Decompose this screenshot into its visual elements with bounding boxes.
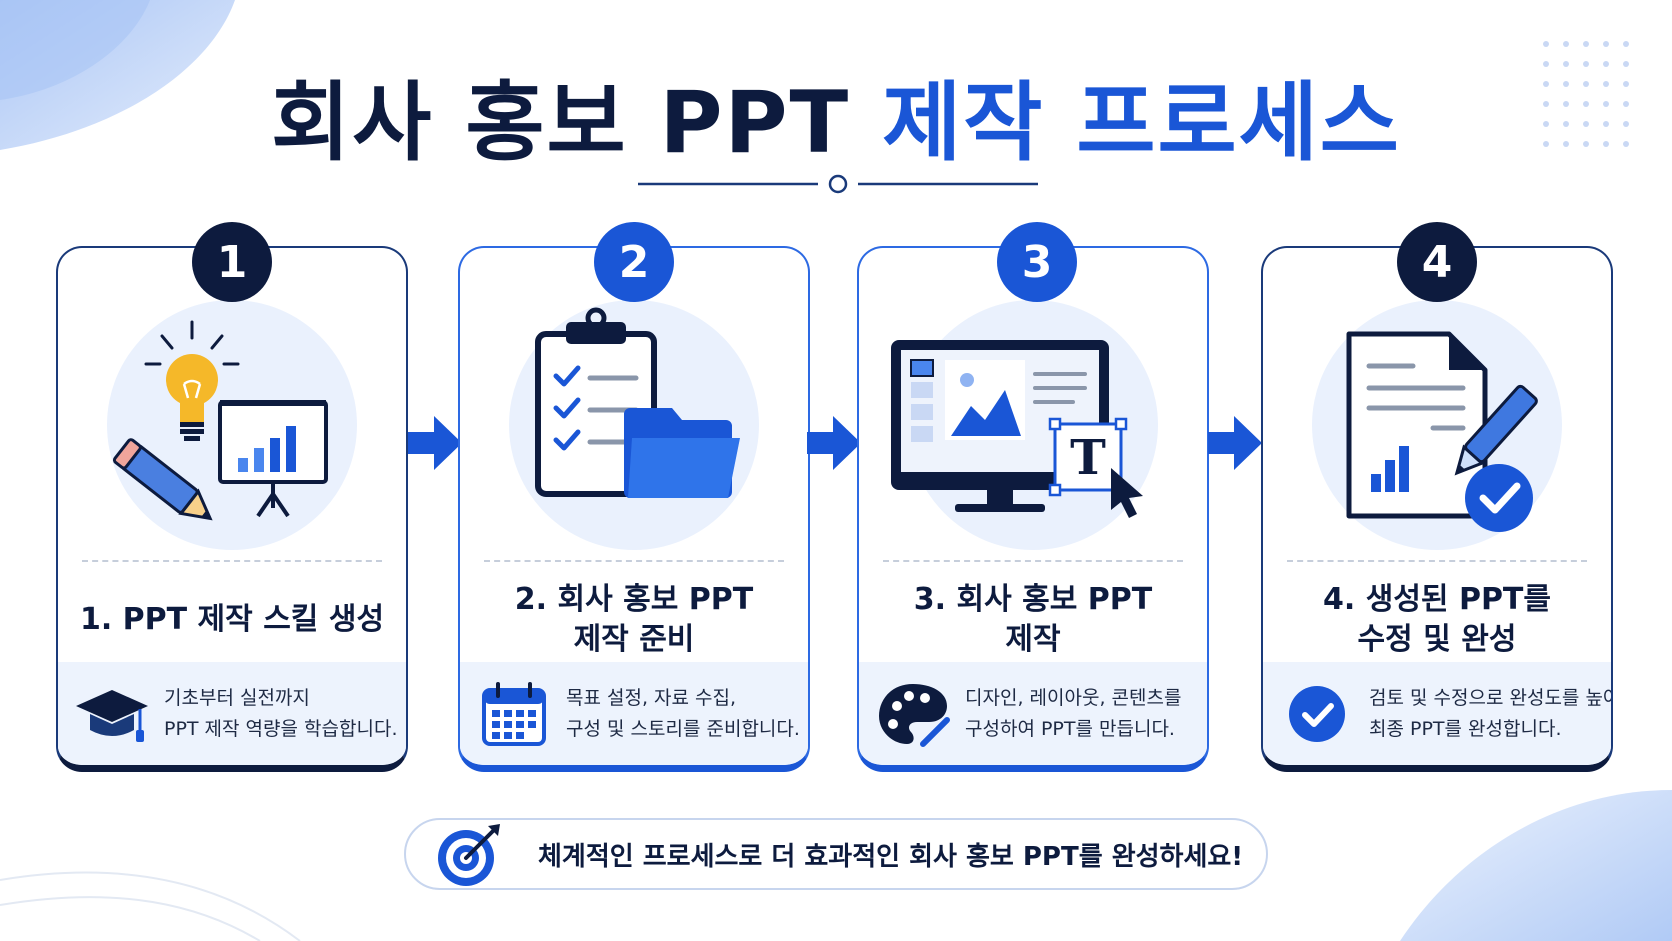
- step-description-box: 기초부터 실전까지 PPT 제작 역량을 학습합니다.: [58, 662, 406, 765]
- arrow-right-icon: [807, 416, 861, 470]
- title-divider: [638, 174, 1038, 194]
- desc-line2: 구성하여 PPT를 만듭니다.: [965, 717, 1175, 740]
- step-heading-line1: 4. 생성된 PPT를: [1323, 582, 1551, 617]
- step-heading: 3. 회사 홍보 PPT 제작: [859, 578, 1207, 662]
- step-description-box: 디자인, 레이아웃, 콘텐츠를 구성하여 PPT를 만듭니다.: [859, 662, 1207, 765]
- desc-line1: 목표 설정, 자료 수집,: [566, 686, 737, 709]
- card-divider: [484, 560, 784, 562]
- step-description: 기초부터 실전까지 PPT 제작 역량을 학습합니다.: [164, 683, 397, 745]
- step-card-2: 2. 회사 홍보 PPT 제작 준비 목표 설정, 자료 수집, 구성 및 스토…: [458, 246, 810, 772]
- target-icon: [438, 824, 500, 886]
- svg-text:T: T: [1070, 430, 1106, 486]
- graduation-cap-icon: [76, 689, 148, 742]
- step-description-box: 목표 설정, 자료 수집, 구성 및 스토리를 준비합니다.: [460, 662, 808, 765]
- desc-line2: 최종 PPT를 완성합니다.: [1369, 717, 1562, 740]
- title-part-blue: 제작 프로세스: [882, 73, 1401, 173]
- desc-line1: 디자인, 레이아웃, 콘텐츠를: [965, 686, 1182, 709]
- step-heading-line2: 수정 및 완성: [1357, 622, 1517, 657]
- palette-icon: [879, 683, 950, 747]
- step-description: 목표 설정, 자료 수집, 구성 및 스토리를 준비합니다.: [566, 683, 800, 745]
- arrow-right-icon: [408, 416, 462, 470]
- step-heading-line2: 제작: [1005, 622, 1061, 657]
- title-part-dark: 회사 홍보 PPT: [271, 73, 851, 173]
- step-card-1: 1. PPT 제작 스킬 생성 기초부터 실전까지 PPT 제작 역량을 학습합…: [56, 246, 408, 772]
- step-heading-line2: 제작 준비: [573, 622, 695, 657]
- step-heading: 2. 회사 홍보 PPT 제작 준비: [460, 578, 808, 662]
- document-pencil-check-icon: [1346, 331, 1538, 532]
- step-card-4: 4. 생성된 PPT를 수정 및 완성 검토 및 수정으로 완성도를 높여 최종…: [1261, 246, 1613, 772]
- step-heading: 1. PPT 제작 스킬 생성: [58, 578, 406, 662]
- clipboard-checklist-folder-icon: [535, 307, 740, 498]
- page-title: 회사 홍보 PPT 제작 프로세스: [0, 52, 1672, 177]
- step-heading-line1: 2. 회사 홍보 PPT: [514, 582, 754, 617]
- step-3-badge: 3: [997, 222, 1077, 302]
- step-heading: 4. 생성된 PPT를 수정 및 완성: [1263, 578, 1611, 662]
- desc-line2: 구성 및 스토리를 준비합니다.: [566, 717, 800, 740]
- card-divider: [82, 560, 382, 562]
- desc-line1: 기초부터 실전까지: [164, 686, 310, 709]
- step-4-badge: 4: [1397, 222, 1477, 302]
- check-circle-icon: [1289, 685, 1345, 742]
- desc-line2: PPT 제작 역량을 학습합니다.: [164, 717, 398, 740]
- step-heading-line1: 3. 회사 홍보 PPT: [913, 582, 1153, 617]
- lightbulb-pencil-presentation-icon: [112, 320, 328, 521]
- footer-text: 체계적인 프로세스로 더 효과적인 회사 홍보 PPT를 완성하세요!: [538, 841, 1244, 872]
- step-heading-line1: 1. PPT 제작 스킬 생성: [79, 602, 385, 637]
- monitor-design-text-icon: T: [891, 340, 1143, 518]
- card-divider: [1287, 560, 1587, 562]
- step-description: 검토 및 수정으로 완성도를 높여 최종 PPT를 완성합니다.: [1369, 683, 1613, 745]
- arrow-right-icon: [1208, 416, 1262, 470]
- card-divider: [883, 560, 1183, 562]
- step-description-box: 검토 및 수정으로 완성도를 높여 최종 PPT를 완성합니다.: [1263, 662, 1611, 765]
- desc-line1: 검토 및 수정으로 완성도를 높여: [1369, 686, 1613, 709]
- footer-banner: 체계적인 프로세스로 더 효과적인 회사 홍보 PPT를 완성하세요!: [404, 818, 1268, 890]
- step-1-badge: 1: [192, 222, 272, 302]
- step-2-badge: 2: [594, 222, 674, 302]
- step-card-3: T 3. 회사 홍보 PPT 제작 디자인, 레이아웃, 콘텐츠를 구성하여 P…: [857, 246, 1209, 772]
- step-description: 디자인, 레이아웃, 콘텐츠를 구성하여 PPT를 만듭니다.: [965, 683, 1181, 745]
- calendar-icon: [482, 681, 546, 746]
